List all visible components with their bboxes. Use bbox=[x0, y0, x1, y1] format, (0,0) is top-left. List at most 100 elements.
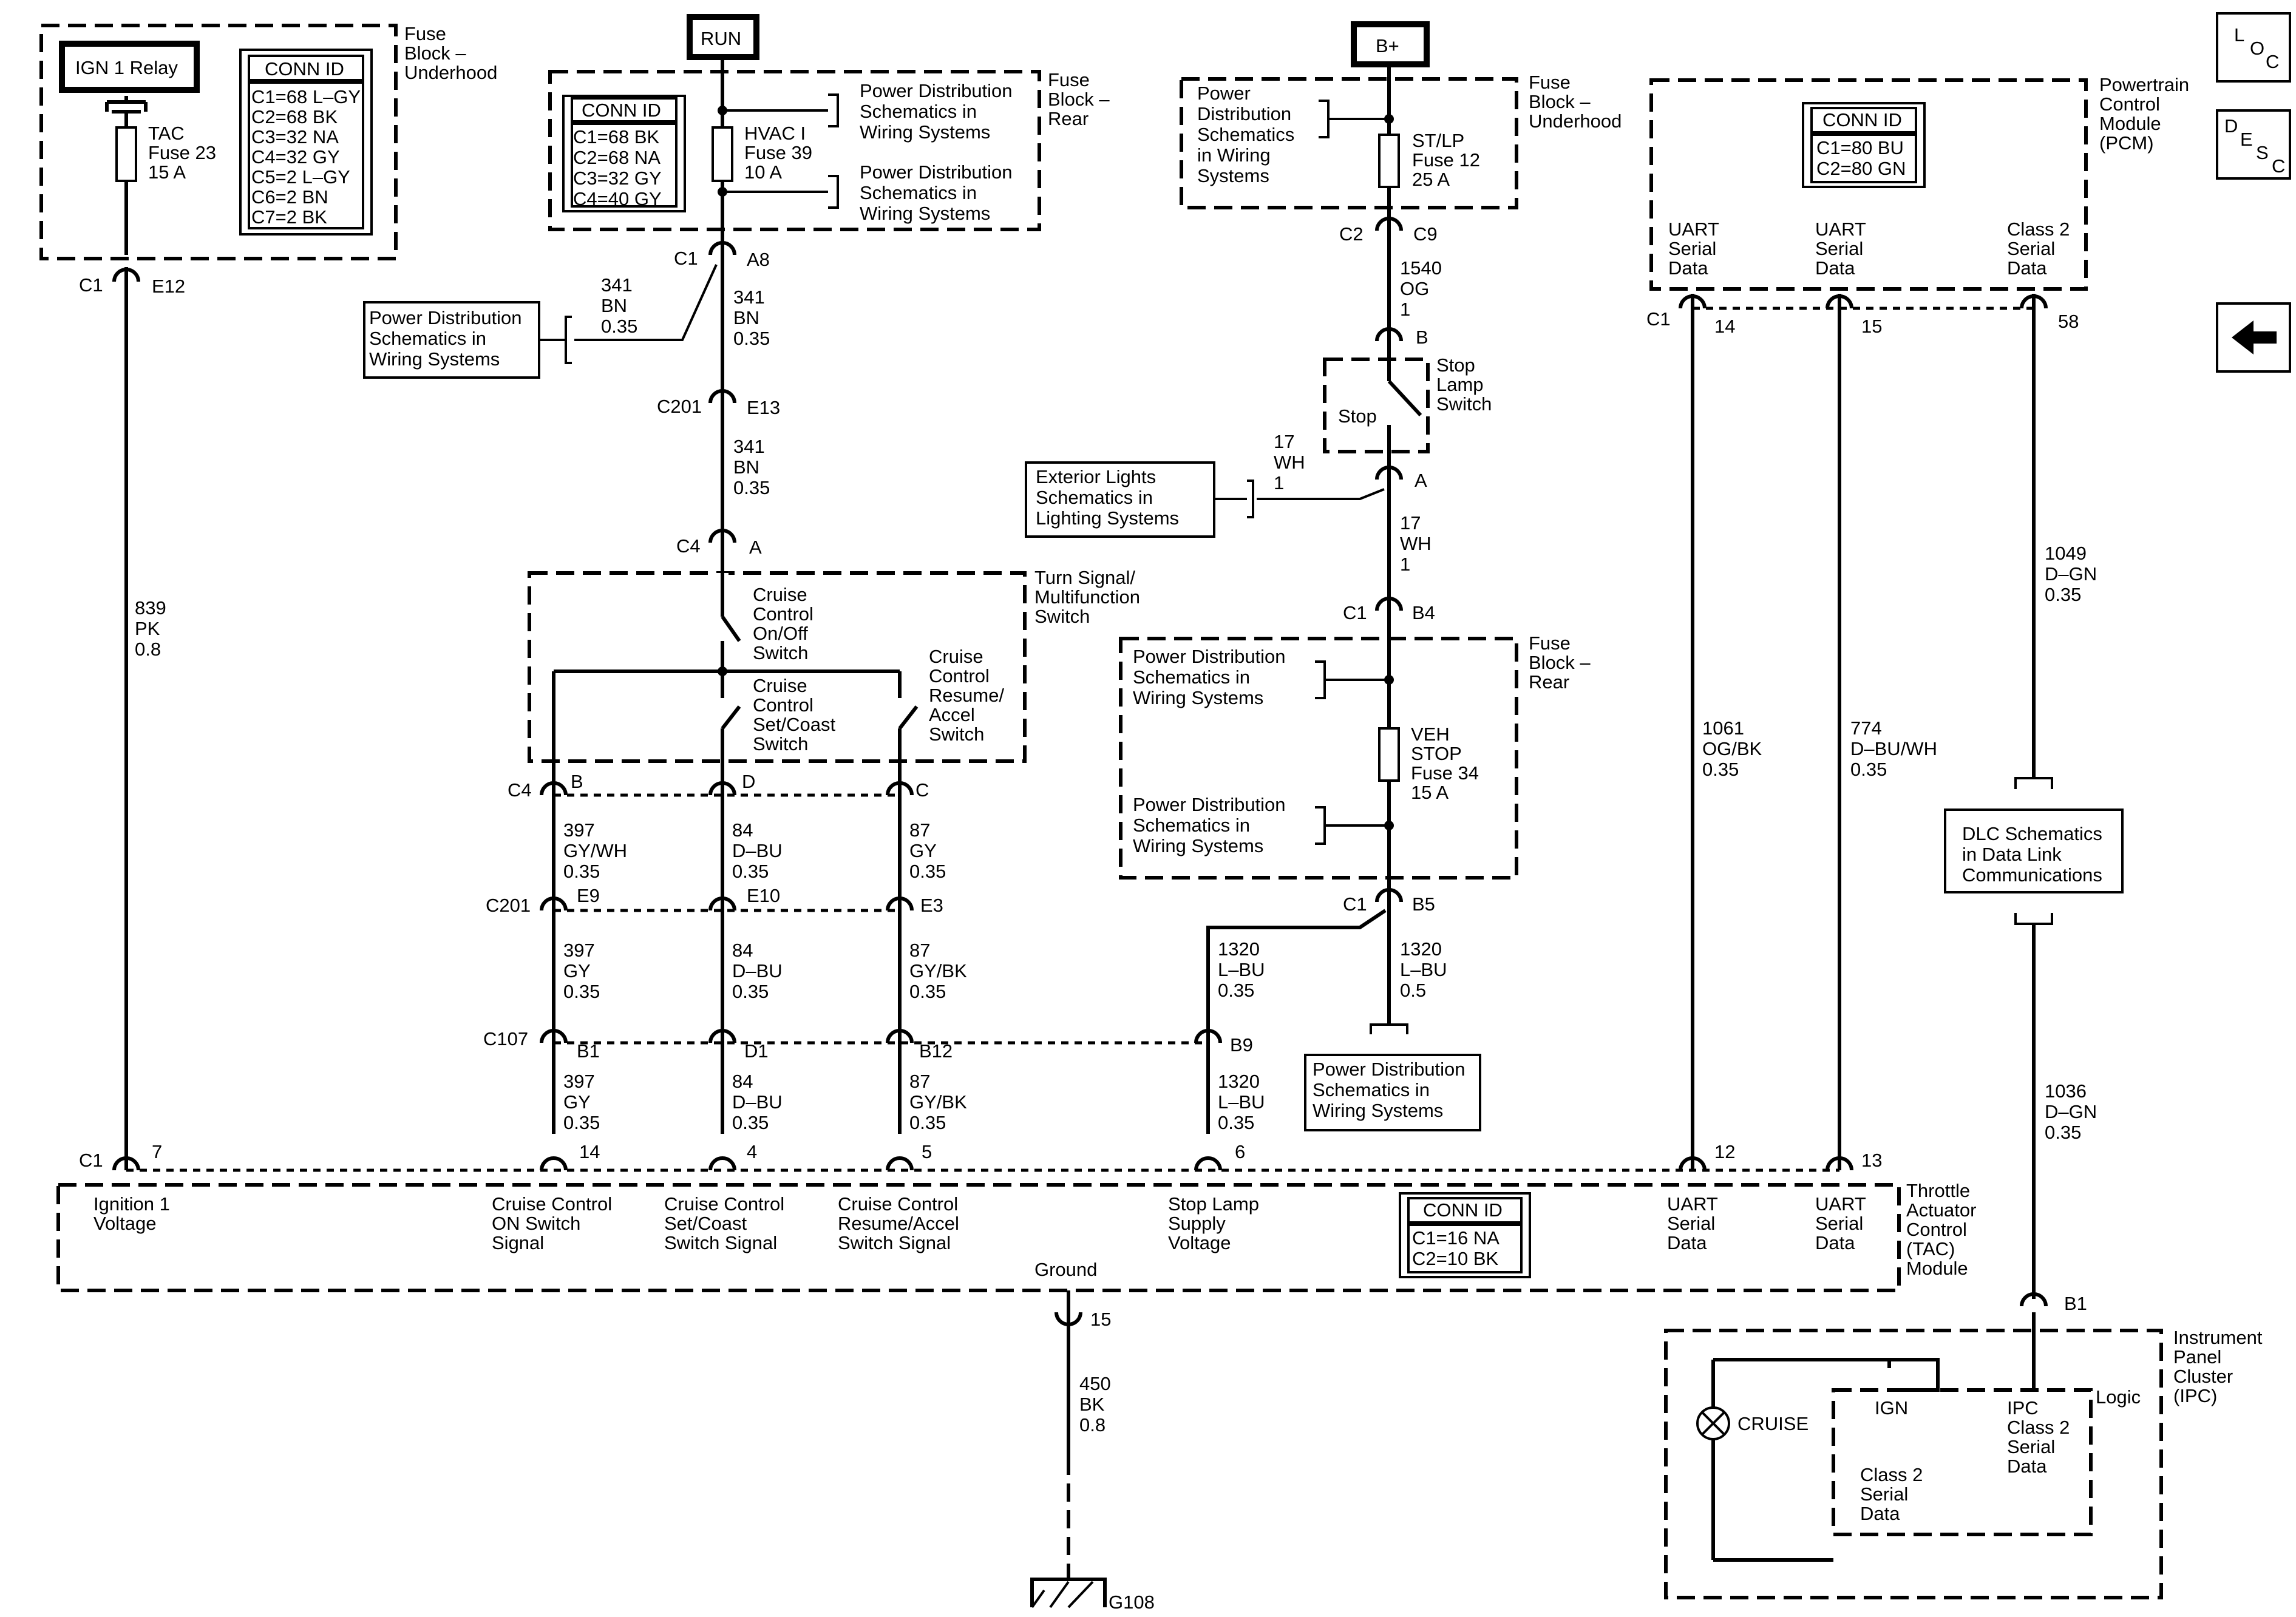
wire-774-label: 774 D–BU/WH 0.35 bbox=[1850, 717, 1937, 780]
svg-text:D–BU: D–BU bbox=[732, 1091, 783, 1113]
svg-text:Block –: Block – bbox=[1048, 89, 1110, 110]
loc-button[interactable]: L O C bbox=[2216, 12, 2291, 83]
dlc-ref: DLC Schematics in Data Link Communicatio… bbox=[1944, 777, 2124, 925]
svg-text:IPC: IPC bbox=[2007, 1397, 2039, 1419]
svg-text:C4: C4 bbox=[508, 779, 532, 801]
pcm-label: Powertrain Control Module (PCM) bbox=[2099, 74, 2189, 154]
svg-text:Set/Coast: Set/Coast bbox=[753, 714, 836, 735]
svg-text:0.35: 0.35 bbox=[909, 981, 946, 1002]
svg-text:Schematics in: Schematics in bbox=[860, 182, 977, 203]
stop-lamp-switch-box bbox=[1323, 358, 1430, 453]
svg-text:TAC: TAC bbox=[148, 123, 185, 144]
svg-text:C1=68 L–GY: C1=68 L–GY bbox=[251, 86, 361, 107]
on-off-switch-label: Cruise Control On/Off Switch bbox=[753, 584, 813, 663]
svg-text:B9: B9 bbox=[1230, 1034, 1253, 1056]
svg-text:C4=32 GY: C4=32 GY bbox=[251, 146, 340, 168]
svg-text:C4=40 GY: C4=40 GY bbox=[573, 188, 662, 209]
svg-text:B1: B1 bbox=[2064, 1293, 2087, 1314]
fuse-block-rear-mid-label: Fuse Block – Rear bbox=[1529, 632, 1591, 693]
svg-text:ST/LP: ST/LP bbox=[1412, 130, 1464, 151]
svg-text:L–BU: L–BU bbox=[1218, 959, 1265, 980]
wire-397-a-label: 397 GY/WH 0.35 bbox=[563, 819, 627, 882]
desc-button[interactable]: D E S C bbox=[2216, 109, 2291, 180]
ipc-class2-label: IPC Class 2 Serial Data bbox=[2007, 1397, 2070, 1477]
wire-1320-c-label: 1320 L–BU 0.35 bbox=[1218, 1071, 1265, 1133]
tac-pin-uart-2: UART Serial Data bbox=[1815, 1193, 1866, 1253]
ipc-label: Instrument Panel Cluster (IPC) bbox=[2173, 1327, 2263, 1406]
svg-text:Serial: Serial bbox=[1815, 1213, 1863, 1234]
wire-1036-label: 1036 D–GN 0.35 bbox=[2045, 1080, 2097, 1143]
run-label: RUN bbox=[687, 14, 759, 60]
connector-c2-c9: C2 C9 bbox=[1339, 217, 1438, 245]
svg-text:C1=16 NA: C1=16 NA bbox=[1412, 1227, 1500, 1249]
svg-text:0.5: 0.5 bbox=[1400, 980, 1426, 1001]
svg-text:Cluster: Cluster bbox=[2173, 1366, 2233, 1387]
svg-text:STOP: STOP bbox=[1411, 743, 1462, 764]
svg-text:GY/BK: GY/BK bbox=[909, 960, 967, 981]
wire-87-a-label: 87 GY 0.35 bbox=[909, 819, 946, 882]
svg-text:4: 4 bbox=[747, 1141, 757, 1162]
svg-text:0.35: 0.35 bbox=[2045, 584, 2081, 605]
svg-text:G108: G108 bbox=[1109, 1592, 1155, 1613]
conn-id-table-left: CONN ID C1=68 L–GY C2=68 BK C3=32 NA C4=… bbox=[239, 49, 373, 236]
connector-c201-e13: C201 E13 bbox=[657, 389, 780, 418]
svg-text:1320: 1320 bbox=[1218, 938, 1260, 960]
svg-text:B12: B12 bbox=[919, 1040, 953, 1062]
svg-text:84: 84 bbox=[732, 1071, 753, 1092]
svg-text:Block –: Block – bbox=[1529, 91, 1591, 112]
svg-text:13: 13 bbox=[1861, 1150, 1882, 1171]
svg-text:0.35: 0.35 bbox=[2045, 1122, 2081, 1143]
wire-1049-label: 1049 D–GN 0.35 bbox=[2045, 543, 2097, 605]
svg-text:0.35: 0.35 bbox=[1850, 759, 1887, 780]
svg-text:(PCM): (PCM) bbox=[2099, 132, 2154, 154]
connector-c1-e12: C1 E12 bbox=[79, 268, 185, 297]
svg-text:Underhood: Underhood bbox=[404, 62, 497, 83]
svg-text:L: L bbox=[2234, 24, 2244, 46]
svg-text:BN: BN bbox=[601, 295, 627, 316]
svg-text:Wiring Systems: Wiring Systems bbox=[860, 203, 990, 224]
svg-text:Power Distribution: Power Distribution bbox=[369, 307, 522, 328]
svg-text:Data: Data bbox=[2007, 257, 2047, 279]
svg-text:0.35: 0.35 bbox=[563, 981, 600, 1002]
svg-text:Schematics in: Schematics in bbox=[1133, 666, 1250, 688]
svg-text:D: D bbox=[742, 771, 755, 792]
stop-lamp-inner-label: Stop bbox=[1338, 405, 1377, 427]
svg-text:Module: Module bbox=[2099, 113, 2161, 134]
svg-text:in Wiring: in Wiring bbox=[1197, 144, 1271, 166]
svg-text:Serial: Serial bbox=[1860, 1483, 1908, 1505]
svg-text:D–BU: D–BU bbox=[732, 960, 783, 981]
pcm-pin-uart-1: UART Serial Data bbox=[1668, 219, 1719, 279]
svg-text:C2=80 GN: C2=80 GN bbox=[1816, 158, 1906, 179]
svg-text:D–GN: D–GN bbox=[2045, 1101, 2097, 1122]
back-button[interactable] bbox=[2216, 302, 2291, 373]
connector-row-pcm-c1: C1 14 15 58 bbox=[1646, 294, 2079, 337]
svg-text:Resume/: Resume/ bbox=[929, 685, 1004, 706]
svg-text:VEH: VEH bbox=[1411, 724, 1450, 745]
svg-text:C107: C107 bbox=[483, 1028, 528, 1049]
pd-ref-hvac-2: Power Distribution Schematics in Wiring … bbox=[722, 161, 1013, 224]
svg-text:Cruise Control: Cruise Control bbox=[664, 1193, 784, 1215]
connector-row-tac-c1: C1 7 14 4 5 6 12 13 bbox=[79, 1141, 1882, 1172]
svg-text:Serial: Serial bbox=[2007, 238, 2055, 259]
svg-text:Control: Control bbox=[1906, 1219, 1967, 1240]
svg-text:CONN ID: CONN ID bbox=[582, 100, 661, 121]
wire-87-b-label: 87 GY/BK 0.35 bbox=[909, 940, 967, 1002]
ipc-logic-box bbox=[1832, 1388, 2093, 1536]
svg-text:0.35: 0.35 bbox=[563, 861, 600, 882]
resume-switch-contact bbox=[898, 705, 919, 730]
pd-ref-bplus: Power Distribution Schematics in Wiring … bbox=[1197, 83, 1389, 186]
connector-row-c107: C107 B1 D1 B12 B9 bbox=[483, 1028, 1253, 1062]
svg-text:E13: E13 bbox=[747, 397, 780, 418]
svg-text:UART: UART bbox=[1815, 1193, 1866, 1215]
svg-text:UART: UART bbox=[1667, 1193, 1718, 1215]
svg-text:C9: C9 bbox=[1413, 223, 1438, 245]
svg-text:C2: C2 bbox=[1339, 223, 1364, 245]
svg-text:WH: WH bbox=[1274, 452, 1305, 473]
svg-text:Switch Signal: Switch Signal bbox=[838, 1232, 951, 1253]
svg-text:E9: E9 bbox=[577, 885, 600, 906]
svg-text:in Data Link: in Data Link bbox=[1962, 844, 2062, 865]
svg-text:A: A bbox=[1415, 470, 1427, 491]
svg-text:Power Distribution: Power Distribution bbox=[1133, 646, 1286, 667]
svg-text:Resume/Accel: Resume/Accel bbox=[838, 1213, 959, 1234]
svg-text:E10: E10 bbox=[747, 885, 780, 906]
